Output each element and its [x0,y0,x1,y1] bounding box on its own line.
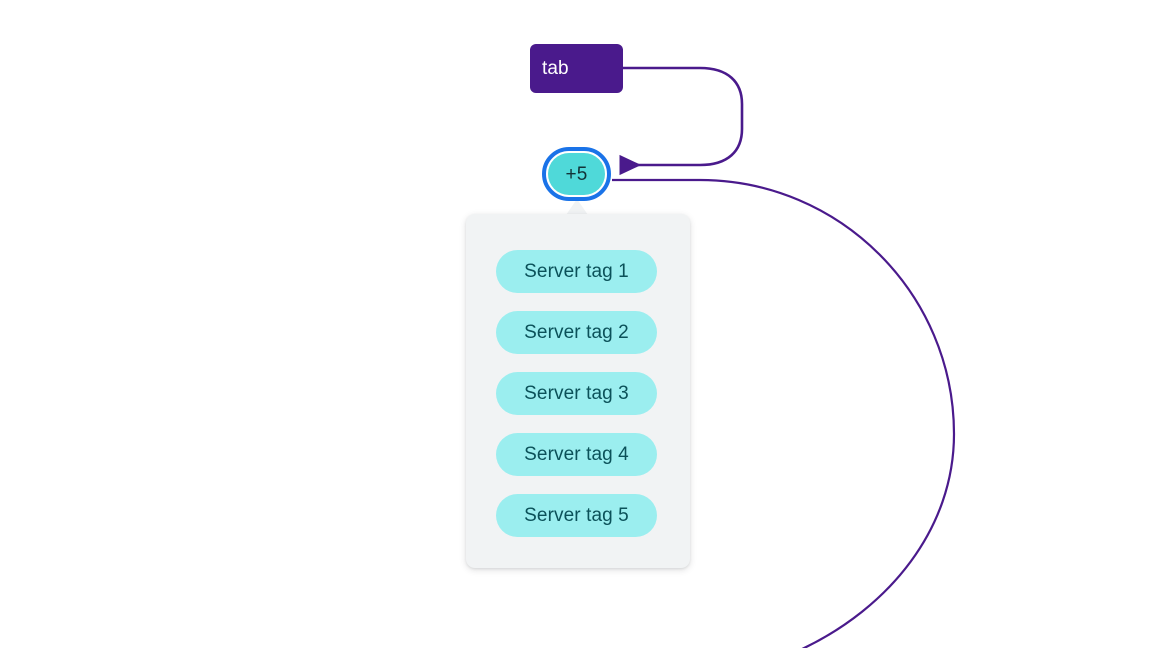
tooltip-caret [566,199,588,215]
node-tab-label: tab [542,58,569,79]
overflow-badge-label: +5 [565,163,588,185]
node-tab[interactable]: tab [530,44,623,93]
server-tags-tooltip: Server tag 1 Server tag 2 Server tag 3 S… [466,214,690,568]
list-item[interactable]: Server tag 1 [496,250,657,293]
server-tag-label: Server tag 1 [524,261,629,282]
server-tag-list: Server tag 1 Server tag 2 Server tag 3 S… [496,250,657,537]
server-tag-label: Server tag 5 [524,505,629,526]
list-item[interactable]: Server tag 3 [496,372,657,415]
list-item[interactable]: Server tag 5 [496,494,657,537]
edge-tab-to-badge [619,66,744,176]
server-tag-label: Server tag 3 [524,383,629,404]
server-tag-label: Server tag 4 [524,444,629,465]
list-item[interactable]: Server tag 2 [496,311,657,354]
server-tag-label: Server tag 2 [524,322,629,343]
list-item[interactable]: Server tag 4 [496,433,657,476]
overflow-badge[interactable]: +5 [542,147,611,201]
overflow-badge-core: +5 [548,153,605,195]
